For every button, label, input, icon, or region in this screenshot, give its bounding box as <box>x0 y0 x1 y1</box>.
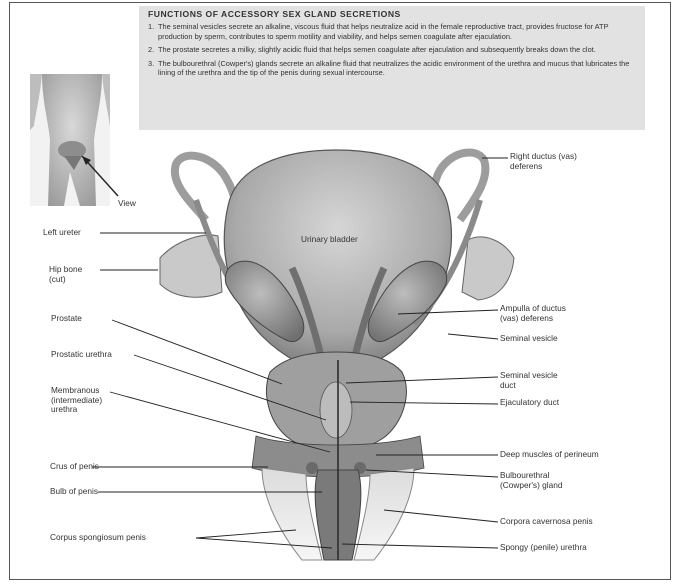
label-prostate: Prostate <box>51 314 82 324</box>
label-urinary-bladder: Urinary bladder <box>301 235 358 245</box>
label-corpora-cavernosa: Corpora cavernosa penis <box>500 517 593 527</box>
label-spongy-urethra: Spongy (penile) urethra <box>500 543 587 553</box>
left-bulbourethral-gland <box>306 462 318 474</box>
prostatic-urethra <box>320 382 352 438</box>
label-membranous-urethra: Membranous (intermediate) urethra <box>51 386 111 415</box>
label-seminal-vesicle: Seminal vesicle <box>500 334 558 344</box>
label-corpus-spongiosum: Corpus spongiosum penis <box>50 533 146 543</box>
label-bulbourethral-gland: Bulbourethral (Cowper's) gland <box>500 471 580 490</box>
label-deep-muscles: Deep muscles of perineum <box>500 450 599 460</box>
label-seminal-vesicle-duct: Seminal vesicle duct <box>500 371 570 390</box>
label-prostatic-urethra: Prostatic urethra <box>51 350 112 360</box>
label-view: View <box>118 199 136 209</box>
label-right-ductus: Right ductus (vas) deferens <box>510 152 586 171</box>
label-crus-of-penis: Crus of penis <box>50 462 99 472</box>
label-hip-bone: Hip bone (cut) <box>49 265 97 284</box>
right-hip-bone <box>462 237 514 300</box>
body-view-thumbnail <box>30 74 118 206</box>
label-ampulla: Ampulla of ductus (vas) deferens <box>500 304 580 323</box>
right-crus-of-penis <box>354 468 414 560</box>
label-left-ureter: Left ureter <box>43 228 81 238</box>
label-ejaculatory-duct: Ejaculatory duct <box>500 398 560 408</box>
label-bulb-of-penis: Bulb of penis <box>50 487 98 497</box>
